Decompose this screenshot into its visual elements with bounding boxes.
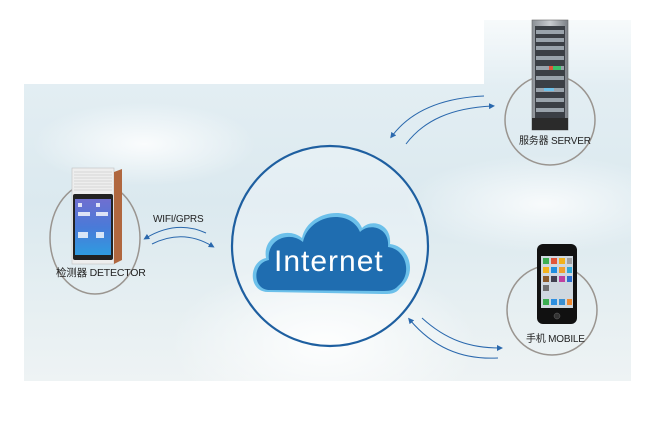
- smartphone-icon: [537, 244, 577, 324]
- arrow-to-internet: [151, 236, 215, 248]
- detector-label: 检测器 DETECTOR: [56, 267, 146, 279]
- arrow-to-server-side: [390, 95, 485, 139]
- detector-device-icon: [71, 167, 122, 265]
- server-rack-icon: [531, 19, 569, 131]
- link-mobile-arrows: [408, 317, 503, 359]
- arrow-to-server: [405, 103, 495, 145]
- arrow-to-internet-from-mobile: [408, 317, 499, 359]
- link-label-wifi-gprs: WIFI/GPRS: [153, 214, 204, 225]
- link-detector-arrows: [143, 226, 215, 248]
- cloud-icon: [252, 213, 411, 294]
- cloud-label: Internet: [274, 245, 384, 278]
- server-label: 服务器 SERVER: [519, 136, 591, 147]
- arrow-to-detector: [143, 226, 207, 240]
- arrow-to-mobile: [421, 317, 503, 351]
- link-server-arrows: [390, 95, 495, 145]
- mobile-label: 手机 MOBILE: [526, 334, 585, 345]
